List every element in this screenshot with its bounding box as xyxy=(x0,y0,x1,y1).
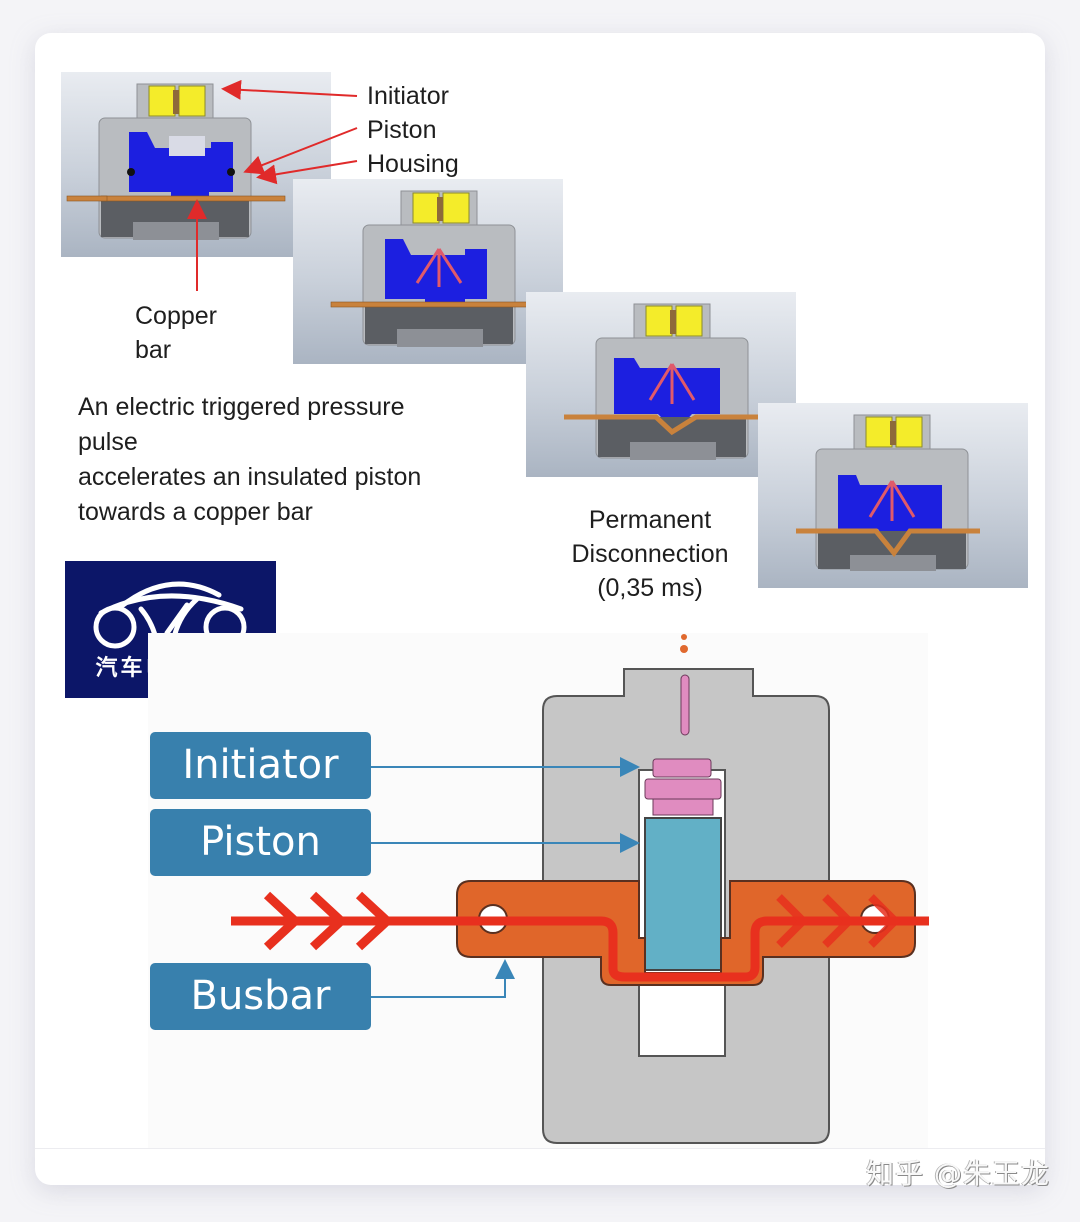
caption-line-3: (0,35 ms) xyxy=(597,574,703,602)
stage-panel-4 xyxy=(758,403,1028,588)
busbar xyxy=(456,880,916,986)
pyrofuse-cutaway-impact xyxy=(564,303,786,460)
initiator-base xyxy=(652,798,714,816)
piston-block xyxy=(644,817,722,971)
spark-dot xyxy=(681,634,687,640)
copper-bar xyxy=(796,528,980,558)
watermark: 知乎 @朱玉龙 xyxy=(866,1157,1050,1190)
pyrofuse-cutaway-initial xyxy=(66,83,286,240)
callout-bar: bar xyxy=(135,336,172,364)
pyrofuse-schematic xyxy=(231,634,929,1144)
callout-arrows xyxy=(187,79,358,291)
current-flow-chevrons-left xyxy=(263,891,394,951)
label-busbar: Busbar xyxy=(150,963,371,1030)
description-line-2: pulse xyxy=(78,428,138,456)
spark-dot xyxy=(680,645,688,653)
initiator-cap xyxy=(652,758,712,778)
callout-piston: Piston xyxy=(367,116,437,144)
initiator-pin xyxy=(680,674,690,736)
piston-arrow xyxy=(243,127,358,175)
description-line-3: accelerates an insulated piston xyxy=(78,463,422,491)
callout-housing: Housing xyxy=(367,150,459,178)
piston xyxy=(127,132,235,204)
caption-line-2: Disconnection xyxy=(571,540,729,568)
description-line-1: An electric triggered pressure xyxy=(78,393,405,421)
footer-divider xyxy=(35,1148,1045,1149)
pyrofuse-cutaway-disconnected xyxy=(796,414,980,571)
label-initiator: Initiator xyxy=(150,732,371,799)
callout-copper: Copper xyxy=(135,302,217,330)
housing-arrow xyxy=(256,160,358,185)
car-logo-icon xyxy=(93,581,247,649)
stage-panel-1 xyxy=(61,72,331,257)
content-card: Initiator Piston Housing Copper bar An e… xyxy=(35,33,1045,1185)
caption-line-1: Permanent xyxy=(588,506,712,534)
label-piston: Piston xyxy=(150,809,371,876)
pressure-pulse xyxy=(415,248,463,287)
busbar-pointer xyxy=(371,959,515,998)
stage-panel-3 xyxy=(526,292,796,477)
initiator xyxy=(148,85,206,117)
callout-initiator: Initiator xyxy=(367,82,449,110)
current-flow-chevrons-right xyxy=(776,894,901,948)
stage-panel-2 xyxy=(293,179,563,364)
description-line-4: towards a copper bar xyxy=(78,498,313,526)
initiator-arrow xyxy=(221,79,358,100)
initiator-body xyxy=(644,778,722,800)
copper-bar xyxy=(564,414,786,436)
pyrofuse-cutaway-pulse xyxy=(330,190,554,347)
current-flow-line xyxy=(231,916,929,982)
